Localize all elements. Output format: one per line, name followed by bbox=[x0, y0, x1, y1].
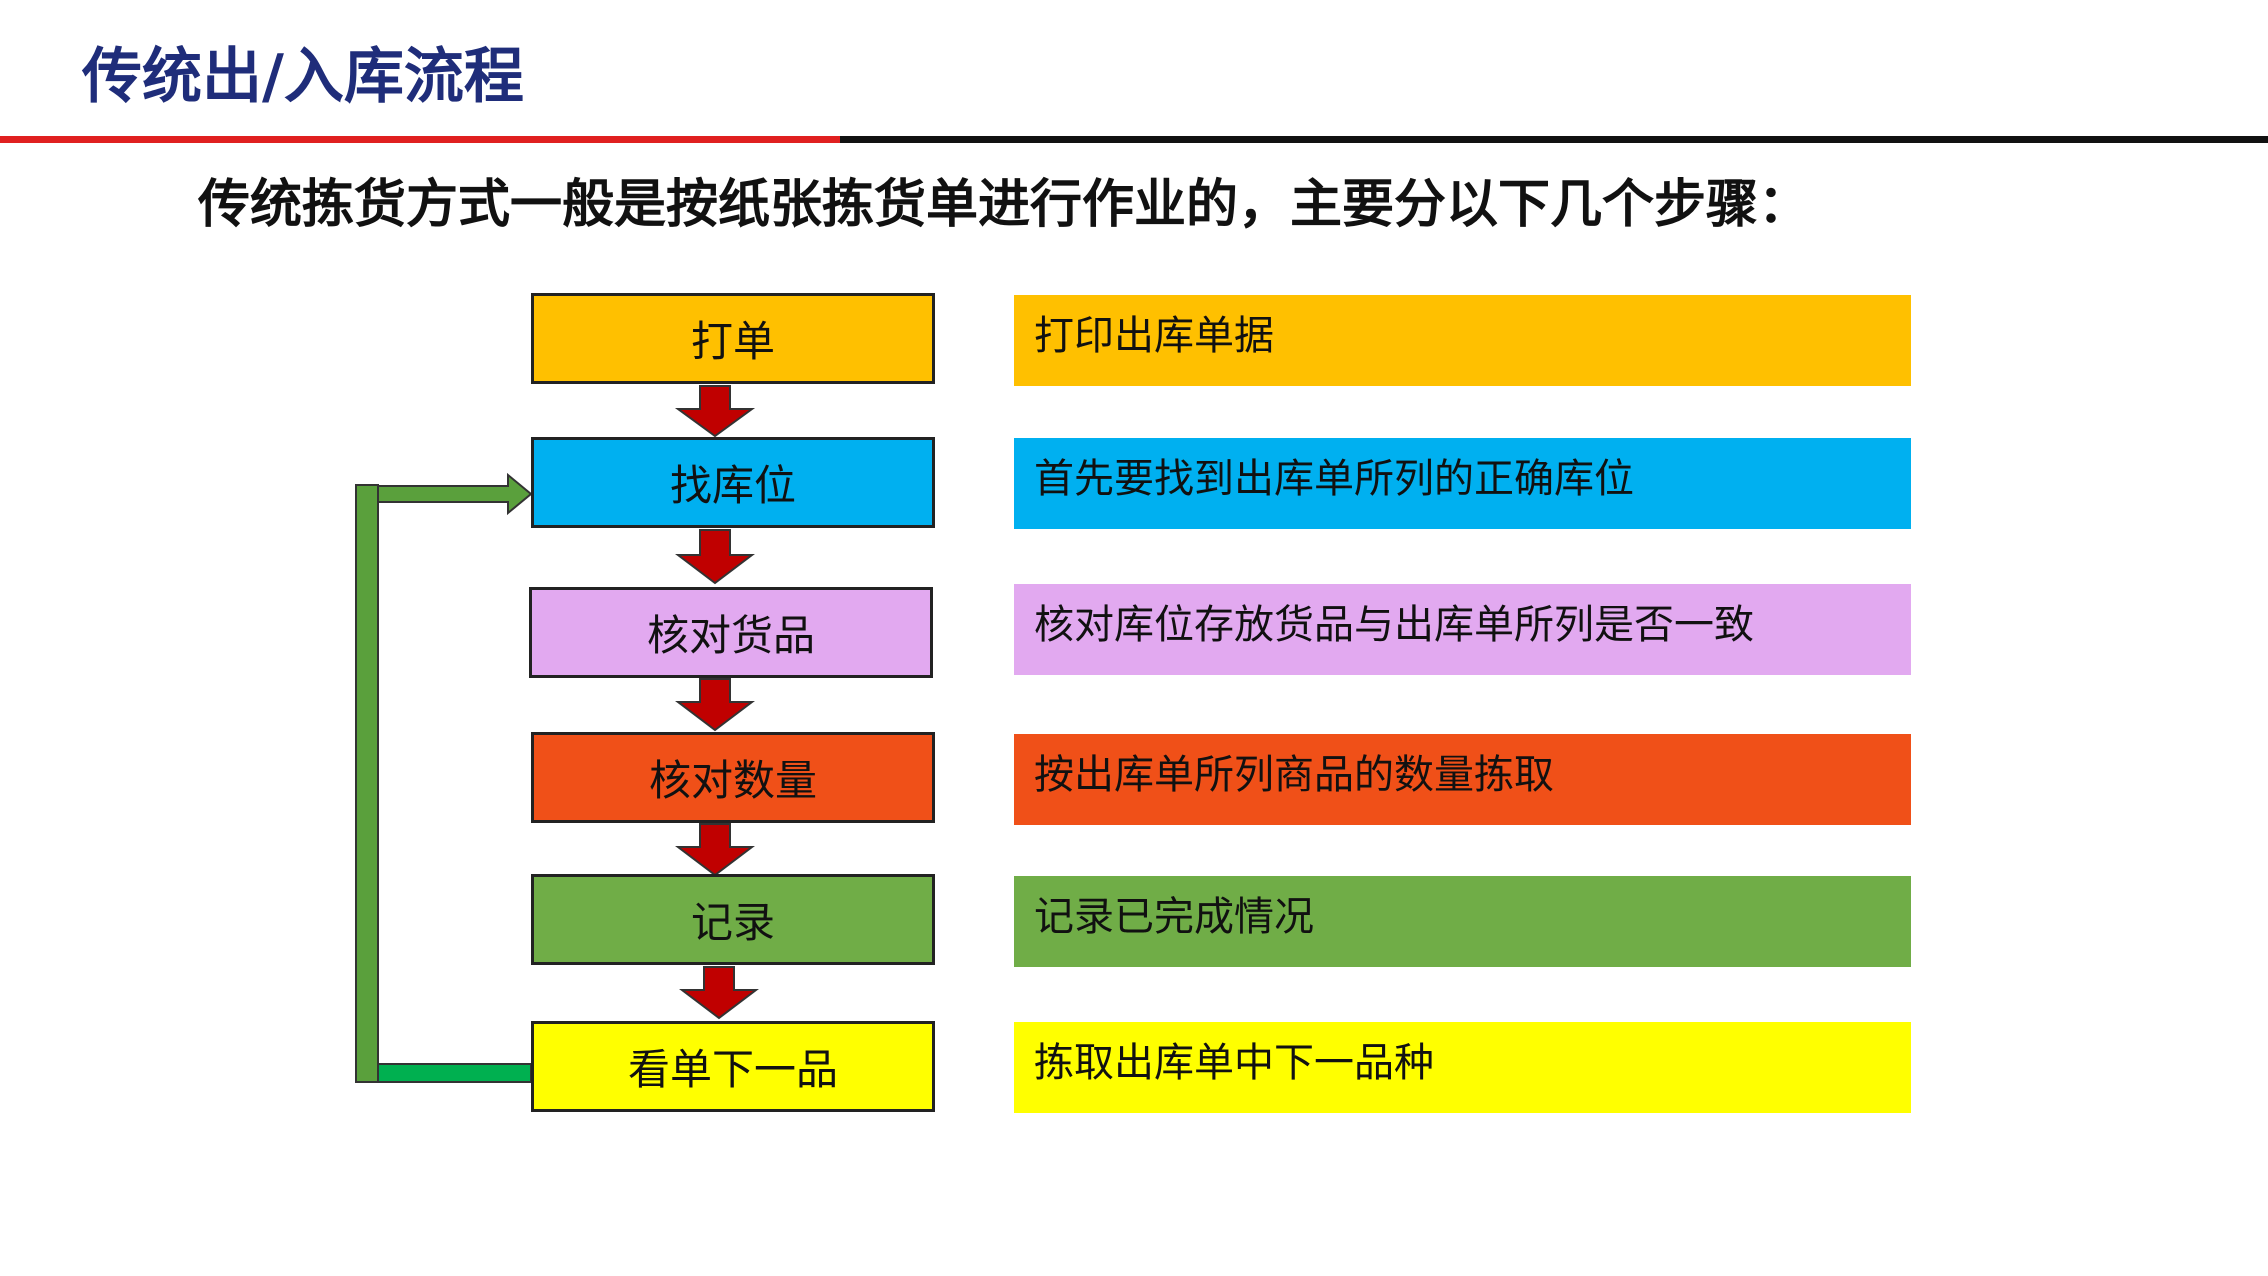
down-arrow-4 bbox=[675, 823, 755, 877]
down-arrow-2 bbox=[675, 529, 755, 585]
step-check-quantity: 核对数量 bbox=[531, 732, 935, 823]
step-find-location: 找库位 bbox=[531, 437, 935, 528]
desc-print-order: 打印出库单据 bbox=[1014, 295, 1911, 386]
page-title: 传统出/入库流程 bbox=[82, 42, 524, 112]
down-arrow-5 bbox=[679, 966, 759, 1020]
desc-find-location: 首先要找到出库单所列的正确库位 bbox=[1014, 438, 1911, 529]
title-divider-black bbox=[840, 136, 2268, 143]
step-next-item: 看单下一品 bbox=[531, 1021, 935, 1112]
step-check-goods: 核对货品 bbox=[529, 587, 933, 678]
desc-check-goods: 核对库位存放货品与出库单所列是否一致 bbox=[1014, 584, 1911, 675]
down-arrow-1 bbox=[674, 385, 756, 438]
step-record: 记录 bbox=[531, 874, 935, 965]
desc-next-item: 拣取出库单中下一品种 bbox=[1014, 1022, 1911, 1113]
desc-record: 记录已完成情况 bbox=[1014, 876, 1911, 967]
loop-back-arrow bbox=[355, 472, 533, 1083]
step-print-order: 打单 bbox=[531, 293, 935, 384]
title-divider-red bbox=[0, 136, 840, 143]
intro-text: 传统拣货方式一般是按纸张拣货单进行作业的，主要分以下几个步骤： bbox=[198, 175, 1811, 235]
down-arrow-3 bbox=[675, 678, 755, 732]
desc-check-quantity: 按出库单所列商品的数量拣取 bbox=[1014, 734, 1911, 825]
